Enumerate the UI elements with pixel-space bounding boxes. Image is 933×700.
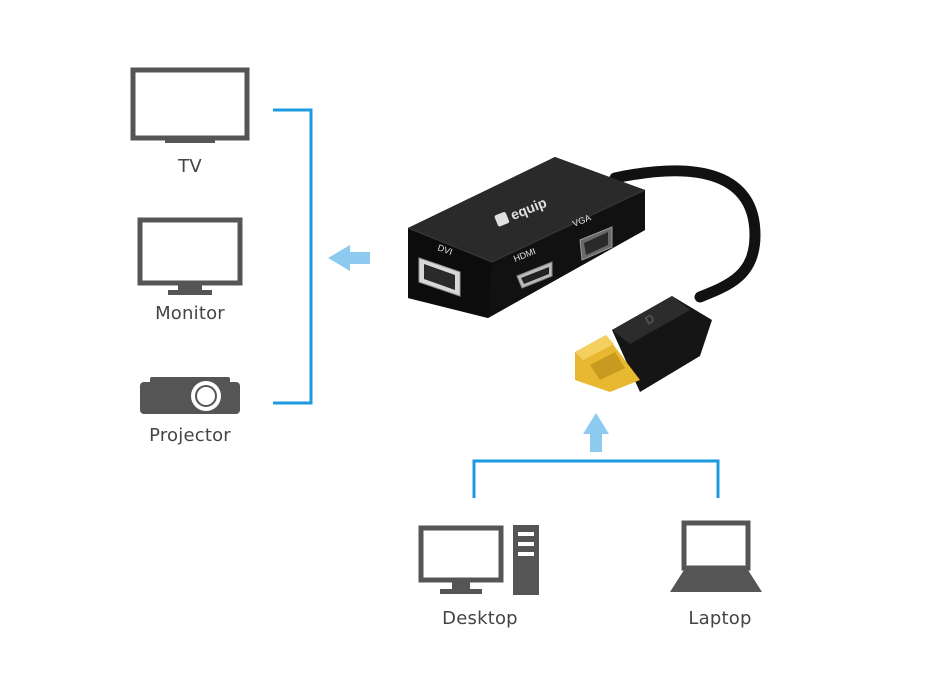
laptop-label: Laptop <box>688 608 752 629</box>
projector-icon <box>140 377 240 414</box>
equip-logo: equip <box>494 194 549 227</box>
vga-port: VGA <box>571 212 613 261</box>
monitor-label: Monitor <box>155 303 225 324</box>
projector-label: Projector <box>149 425 231 446</box>
desktop-icon <box>418 525 539 595</box>
desktop-label: Desktop <box>442 608 518 629</box>
up-arrow-icon <box>583 413 609 452</box>
displayport-connector: D <box>575 296 712 392</box>
monitor-icon <box>137 217 243 295</box>
source-connector-line <box>472 459 720 498</box>
adapter-cable <box>609 165 761 303</box>
dvi-port-label: DVI <box>436 242 454 257</box>
dvi-port: DVI <box>418 242 461 297</box>
output-connector-line <box>273 108 313 405</box>
tv-label: TV <box>178 156 202 177</box>
tv-icon <box>130 67 250 143</box>
left-arrow-icon <box>328 245 370 271</box>
laptop-icon <box>670 520 762 592</box>
